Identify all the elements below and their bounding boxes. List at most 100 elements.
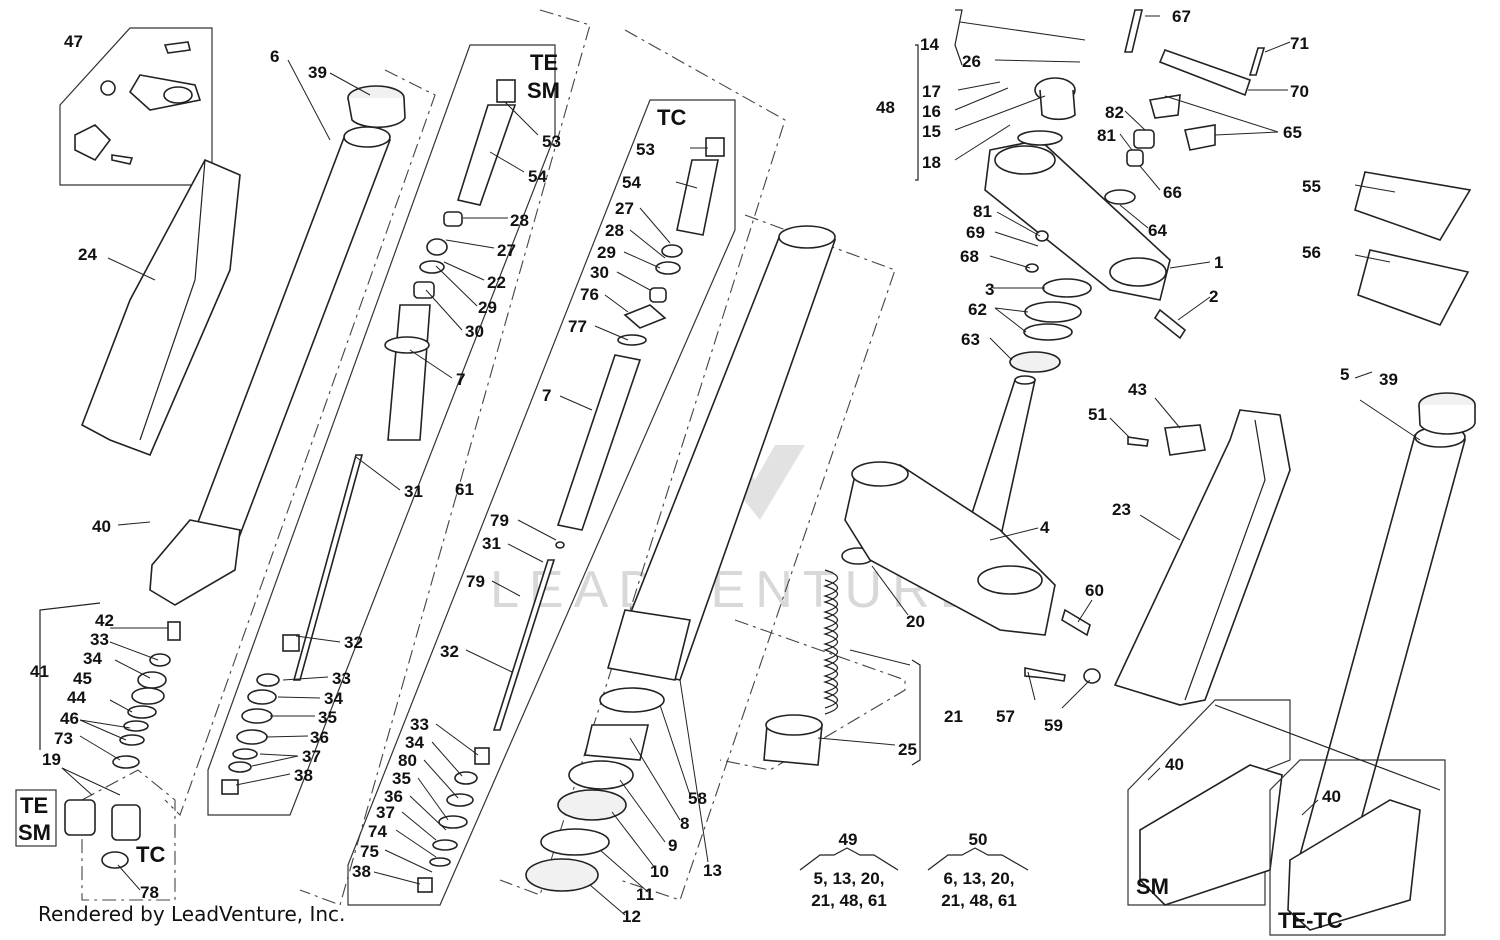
callout-63: 63 <box>961 330 980 349</box>
callout-39: 39 <box>308 63 327 82</box>
outer-tube-left <box>149 85 406 606</box>
callout-65: 65 <box>1283 123 1302 142</box>
callout-62: 62 <box>968 300 987 319</box>
callout-34b: 34 <box>324 689 343 708</box>
valve-stack-left <box>39 602 181 769</box>
label-sm-inner: SM <box>527 78 560 103</box>
kit-47-box <box>59 27 213 186</box>
small-parts-right <box>1024 9 1266 684</box>
callout-5: 5 <box>1340 365 1349 384</box>
callout-56: 56 <box>1302 243 1321 262</box>
upper-triple-clamp <box>984 48 1252 340</box>
group-labels: TE SM TC TE SM TC SM TE-TC <box>18 50 1343 933</box>
callout-69: 69 <box>966 223 985 242</box>
callout-57: 57 <box>996 707 1015 726</box>
callout-82: 82 <box>1105 103 1124 122</box>
inner-tube <box>525 214 896 901</box>
callout-37: 37 <box>302 747 321 766</box>
callout-3: 3 <box>985 280 994 299</box>
callout-18: 18 <box>922 153 941 172</box>
callout-7: 7 <box>456 370 465 389</box>
callout-70: 70 <box>1290 82 1309 101</box>
callout-53b: 53 <box>636 140 655 159</box>
callout-35b: 35 <box>392 769 411 788</box>
callout-10: 10 <box>650 862 669 881</box>
callout-44: 44 <box>67 688 86 707</box>
callout-30: 30 <box>465 322 484 341</box>
callout-43: 43 <box>1128 380 1147 399</box>
callout-31b: 31 <box>482 534 501 553</box>
cartridge-te-sm <box>164 9 591 906</box>
label-sm-foot: SM <box>1136 874 1169 899</box>
callout-30b: 30 <box>590 263 609 282</box>
callout-27: 27 <box>497 241 516 260</box>
kit-50-contents-2: 21, 48, 61 <box>941 891 1017 910</box>
callout-68: 68 <box>960 247 979 266</box>
callout-numbers: 47 6 39 24 40 42 33 34 45 44 46 73 41 19… <box>30 7 1398 926</box>
callout-4: 4 <box>1040 518 1050 537</box>
callout-8: 8 <box>680 814 689 833</box>
callout-6: 6 <box>270 47 279 66</box>
callout-64: 64 <box>1148 221 1167 240</box>
callout-33: 33 <box>90 630 109 649</box>
callout-36: 36 <box>310 728 329 747</box>
fork-guard-left <box>81 158 241 457</box>
callout-1: 1 <box>1214 253 1223 272</box>
callout-54b: 54 <box>622 173 641 192</box>
callout-74: 74 <box>368 822 387 841</box>
callout-55: 55 <box>1302 177 1321 196</box>
callout-76: 76 <box>580 285 599 304</box>
callout-81b: 81 <box>973 202 992 221</box>
callout-41: 41 <box>30 662 49 681</box>
callout-67: 67 <box>1172 7 1191 26</box>
callout-71: 71 <box>1290 34 1309 53</box>
callout-28: 28 <box>510 211 529 230</box>
callout-58: 58 <box>688 789 707 808</box>
callout-2: 2 <box>1209 287 1218 306</box>
callout-51: 51 <box>1088 405 1107 424</box>
callout-35: 35 <box>318 708 337 727</box>
label-te-bottom: TE <box>20 793 48 818</box>
callout-28b: 28 <box>605 221 624 240</box>
callout-80: 80 <box>398 751 417 770</box>
callout-33c: 33 <box>410 715 429 734</box>
callout-17: 17 <box>922 82 941 101</box>
callout-25: 25 <box>898 740 917 759</box>
callout-36b: 36 <box>384 787 403 806</box>
callout-78: 78 <box>140 883 159 902</box>
callout-53: 53 <box>542 132 561 151</box>
fork-feet <box>1127 699 1446 936</box>
pouches <box>1354 171 1472 326</box>
callout-38b: 38 <box>352 862 371 881</box>
kit-50-contents-1: 6, 13, 20, <box>944 869 1015 888</box>
label-te-tc-foot: TE-TC <box>1278 908 1343 933</box>
fork-guard-right <box>1113 409 1291 706</box>
callout-75: 75 <box>360 842 379 861</box>
callout-60: 60 <box>1085 581 1104 600</box>
credit-text: Rendered by LeadVenture, Inc. <box>38 902 346 926</box>
callout-34: 34 <box>83 649 102 668</box>
lower-triple-clamp <box>844 461 1091 637</box>
callout-40: 40 <box>92 517 111 536</box>
callout-45: 45 <box>73 669 92 688</box>
callout-22: 22 <box>487 273 506 292</box>
callout-7b: 7 <box>542 386 551 405</box>
callout-24: 24 <box>78 245 97 264</box>
callout-79b: 79 <box>466 572 485 591</box>
callout-23: 23 <box>1112 500 1131 519</box>
callout-34c: 34 <box>405 733 424 752</box>
callout-40b: 40 <box>1165 755 1184 774</box>
callout-15: 15 <box>922 122 941 141</box>
callout-12: 12 <box>622 907 641 926</box>
bottom-left-caps <box>15 769 176 901</box>
callout-48: 48 <box>876 98 895 117</box>
callout-38: 38 <box>294 766 313 785</box>
callout-46: 46 <box>60 709 79 728</box>
callout-33b: 33 <box>332 669 351 688</box>
callout-32: 32 <box>344 633 363 652</box>
kit-50-number: 50 <box>969 830 988 849</box>
leader-lines <box>61 15 1421 916</box>
callout-14: 14 <box>920 35 939 54</box>
label-tc-bottom: TC <box>136 842 165 867</box>
callout-29b: 29 <box>597 243 616 262</box>
